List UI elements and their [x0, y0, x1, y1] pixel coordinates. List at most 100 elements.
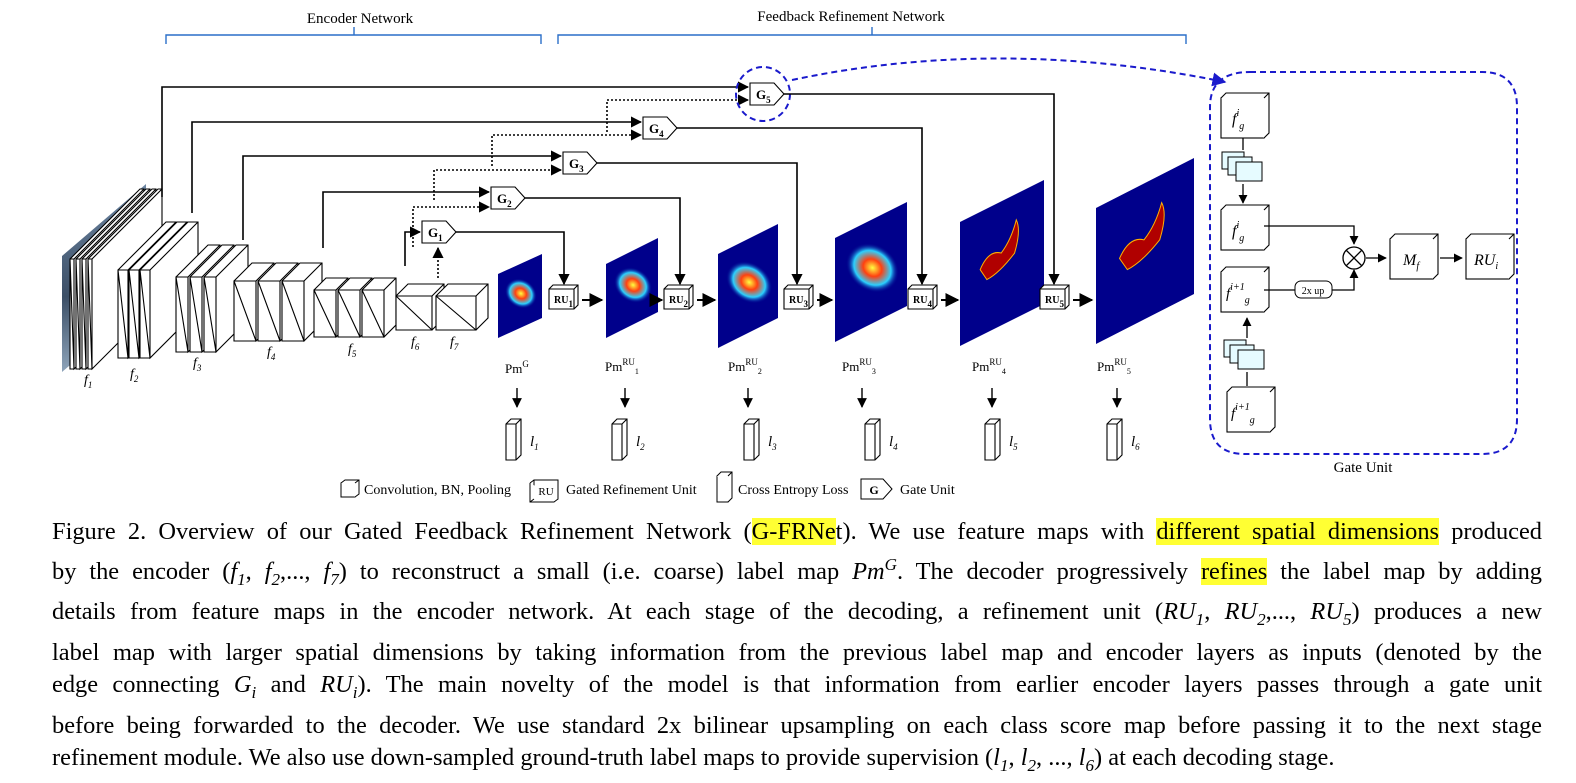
encoder-to-gate-line — [322, 186, 491, 248]
heat-blob — [845, 243, 899, 293]
caption-line-4: label map with larger spatial dimensions… — [52, 638, 1542, 666]
ru-box-3 — [783, 284, 814, 310]
caption-text: Figure 2. Overview of our Gated Feedback… — [52, 518, 752, 545]
encoder-slab — [361, 277, 397, 338]
encoder-bracket — [165, 27, 542, 44]
feature-label: f2 — [130, 367, 139, 384]
gate-to-ru-arrow — [784, 93, 1060, 286]
architecture-figure: Encoder Network Feedback Refinement Netw… — [62, 9, 1518, 503]
heat-blob — [614, 267, 653, 303]
g5-to-gateunit-arrow — [791, 57, 1227, 87]
upsample-label: 2x up — [1302, 286, 1325, 297]
legend-gate-label: Gate Unit — [900, 483, 955, 498]
loss-label: l2 — [636, 434, 645, 452]
upsample-box — [1294, 280, 1333, 299]
legend-loss-icon — [716, 471, 733, 503]
caption-highlight-gfrnet: G-FRNe — [751, 518, 836, 545]
pm-labels: PmG PmRU1 PmRU2 PmRU3 PmRU4 PmRU5 — [505, 357, 1131, 408]
figure-caption: Figure 2. Overview of our Gated Feedback… — [52, 516, 1542, 783]
encoder-to-gate-line — [191, 116, 643, 213]
gate-to-ru-arrow — [525, 197, 686, 286]
gate-rui: RUi — [1473, 252, 1498, 272]
caption-line-5: edge connecting Gi and RUi). The main no… — [52, 671, 1542, 703]
ru-box-2 — [663, 284, 694, 310]
segmentation-blob — [979, 218, 1019, 281]
encoder-to-gate-line — [404, 226, 422, 266]
pm-label: PmG — [505, 359, 529, 376]
caption-line-1: Figure 2. Overview of our Gated Feedback… — [52, 516, 1542, 549]
legend-conv-icon — [340, 479, 360, 498]
loss-label: l3 — [768, 434, 777, 452]
caption-highlight-refines: refines — [1200, 557, 1268, 585]
ru-label: RU1 — [554, 295, 573, 309]
gate-5 — [749, 82, 785, 106]
loss-box-1 — [505, 418, 522, 461]
multiply-icon — [1342, 246, 1366, 270]
encoder-slab — [435, 283, 489, 331]
gate-3 — [562, 151, 598, 175]
encoder-to-gate-line — [242, 150, 563, 240]
gate-mf: Mf — [1402, 252, 1420, 272]
gate-to-ru-arrow — [677, 127, 928, 286]
feature-label: f4 — [267, 345, 276, 362]
pm-label: PmRU5 — [1097, 357, 1131, 376]
feedback-header: Feedback Refinement Network — [757, 9, 945, 25]
legend-loss-label: Cross Entropy Loss — [738, 483, 848, 498]
gate-feedback-line — [412, 201, 491, 247]
legend-ru-label: Gated Refinement Unit — [566, 483, 697, 498]
gate-to-ru-arrow — [456, 231, 570, 286]
gate-to-ru-arrow — [597, 162, 803, 286]
loss-label: l6 — [1131, 434, 1140, 452]
feature-label: f7 — [450, 335, 459, 352]
feature-label: f5 — [348, 342, 357, 359]
legend-gate-icon — [860, 478, 893, 500]
encoder-blocks — [69, 188, 489, 371]
loss-box-6 — [1106, 418, 1123, 461]
caption-line-2: by the encoder (f1, f2,..., f7) to recon… — [52, 549, 1542, 597]
gate-feedback-line — [606, 94, 750, 132]
segmentation-blob — [1118, 201, 1165, 271]
encoder-slab — [395, 283, 445, 331]
pm-label: PmRU2 — [728, 357, 762, 376]
caption-line-7: refinement module. We also use down-samp… — [52, 744, 1335, 776]
loss-label: l4 — [889, 434, 898, 452]
pm-label: PmRU1 — [605, 357, 639, 376]
caption-line-3: details from feature maps in the encoder… — [52, 598, 1542, 630]
caption-text: t). We use feature maps with — [835, 518, 1157, 545]
pm-label: PmRU4 — [972, 357, 1006, 376]
ru-box-1 — [548, 284, 579, 310]
heat-blob — [726, 261, 773, 304]
feature-label: f6 — [411, 335, 420, 352]
ru-label: RU4 — [913, 295, 932, 309]
ru-label: RU5 — [1045, 295, 1064, 309]
legend-ru-box-label: RU — [538, 486, 553, 498]
loss-label: l5 — [1009, 434, 1018, 452]
loss-box-5 — [984, 418, 1001, 461]
encoder-header: Encoder Network — [307, 11, 414, 27]
pm-label: PmRU3 — [842, 357, 876, 376]
feature-label: f1 — [84, 373, 92, 390]
ru-box-4 — [907, 284, 938, 310]
encoder-to-gate-line — [161, 81, 750, 197]
gate-feedback-line — [433, 164, 563, 200]
gate-1 — [421, 220, 457, 244]
ru-box-5 — [1039, 284, 1070, 310]
ru-label: RU2 — [669, 295, 688, 309]
loss-label: l1 — [530, 434, 539, 452]
legend-ru-icon — [529, 479, 559, 503]
loss-box-3 — [743, 418, 760, 461]
loss-boxes: l1 l2 l3 l4 l5 l6 — [505, 418, 1140, 461]
loss-box-4 — [864, 418, 881, 461]
caption-line-6: before being forwarded to the decoder. W… — [52, 711, 1542, 739]
heatmaps — [498, 158, 1194, 348]
legend: Convolution, BN, Pooling RU Gated Refine… — [340, 471, 955, 503]
gate-unit-title: Gate Unit — [1334, 460, 1394, 476]
gate-unit-panel: Gate Unit fig fig fi+1g fi+1g Mf RUi — [1209, 71, 1518, 476]
caption-text: by the encoder (f1, f2,..., f7) to recon… — [52, 554, 1201, 589]
legend-gate-box-label: G — [869, 483, 878, 497]
heat-blob — [504, 278, 537, 309]
legend-conv-label: Convolution, BN, Pooling — [364, 483, 511, 498]
